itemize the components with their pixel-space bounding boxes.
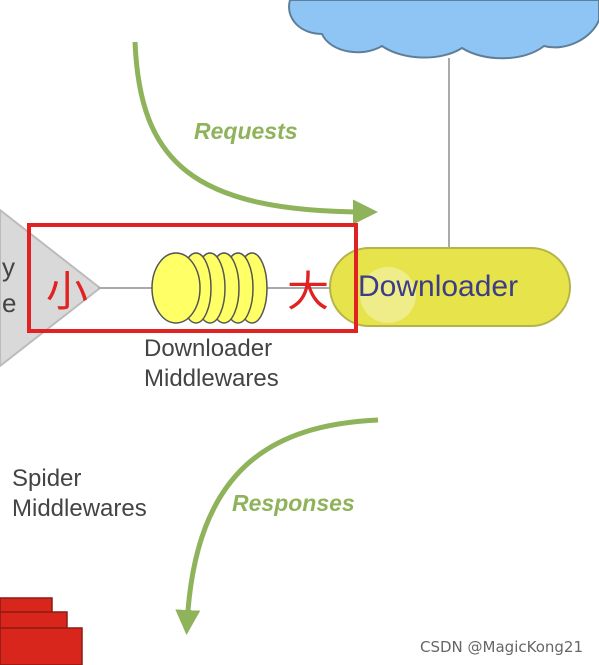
responses-label: Responses [232, 490, 355, 516]
downloader-middlewares-label-line1: Downloader [144, 335, 273, 362]
item-pipeline-stack [0, 597, 83, 665]
highlight-box [27, 223, 358, 333]
spider-middlewares-label-line2: Middlewares [12, 495, 147, 522]
small-annotation: 小 [46, 267, 89, 316]
spider-middlewares-label-line1: Spider [12, 465, 82, 492]
downloader-middlewares-coil [151, 252, 268, 324]
engine-label-fragment-1: y [2, 252, 15, 282]
requests-label: Requests [194, 118, 298, 144]
downloader-label: Downloader [358, 270, 519, 303]
responses-arrow [175, 417, 379, 635]
requests-arrow [132, 41, 378, 225]
large-annotation: 大 [287, 267, 330, 316]
engine-label-fragment-2: e [2, 288, 17, 318]
engine-diamond-shape [0, 208, 102, 368]
cursor-highlight [360, 267, 416, 323]
csdn-watermark: CSDN @MagicKong21 [420, 638, 583, 656]
internet-cloud-shape [288, 0, 599, 60]
downloader-middlewares-label-line2: Middlewares [144, 365, 279, 392]
downloader-node-shape [329, 247, 571, 327]
